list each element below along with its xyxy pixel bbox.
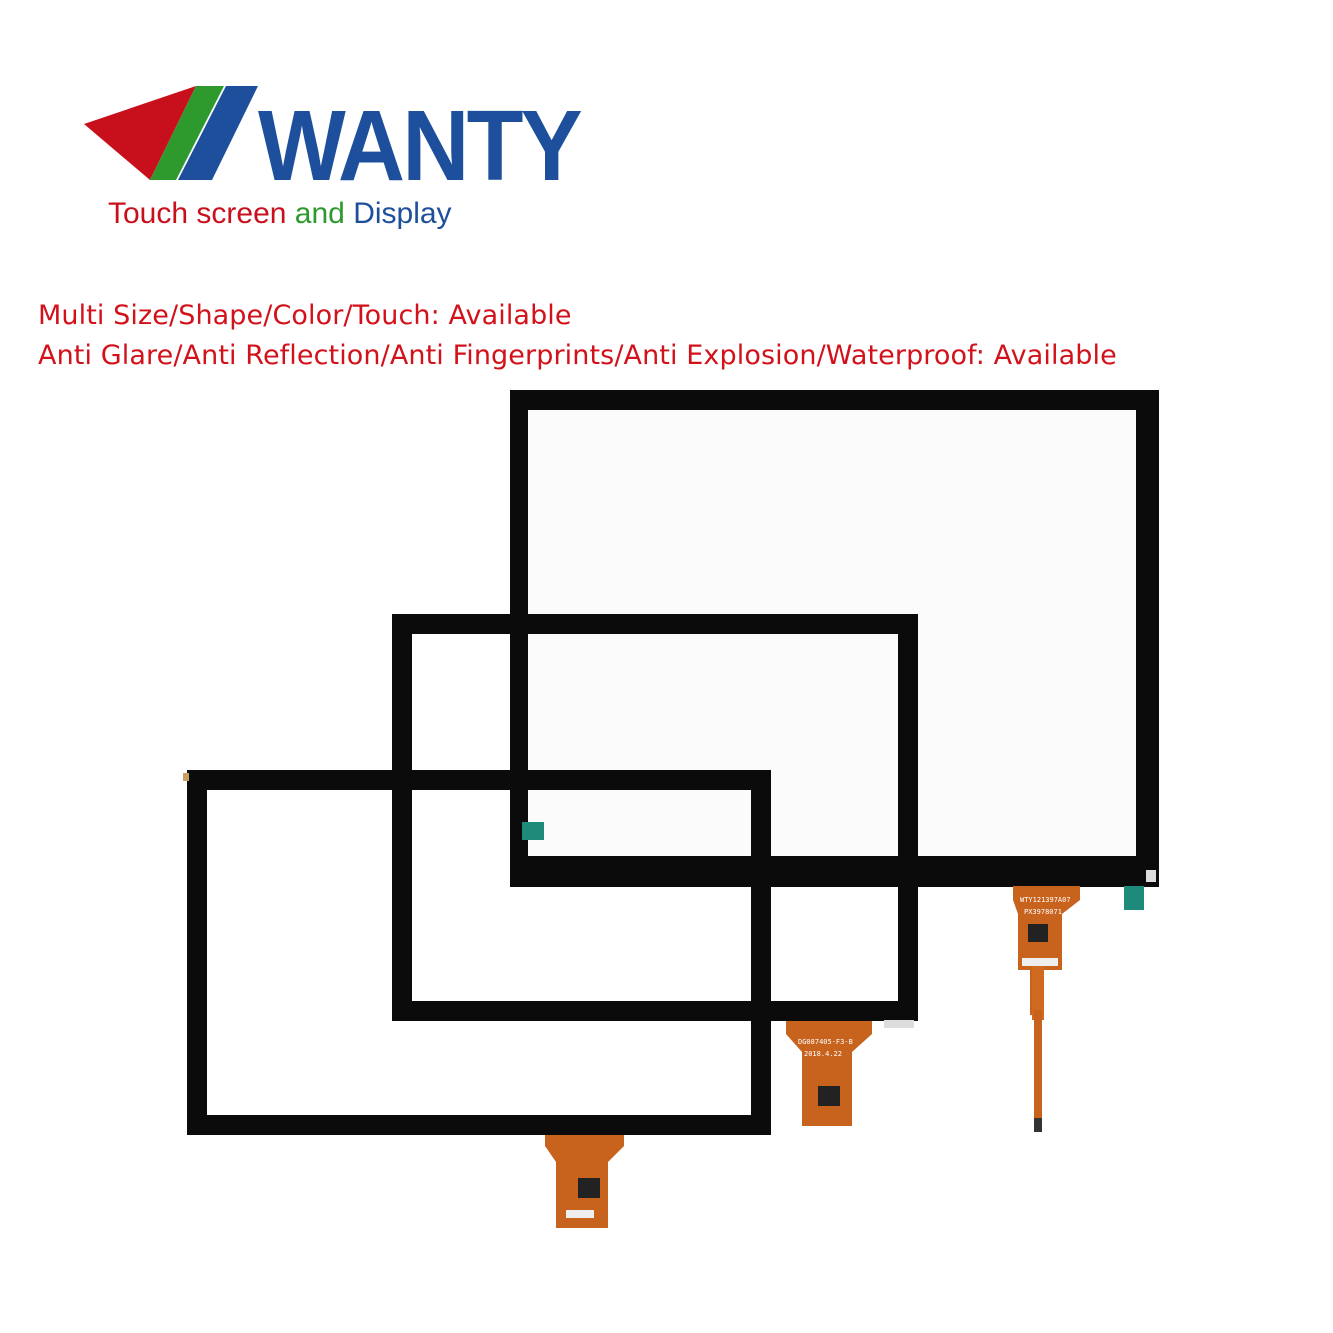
tagline-part-3: Display bbox=[353, 197, 452, 230]
logo-mark-icon bbox=[84, 86, 258, 180]
brand-tagline: Touch screen and Display bbox=[108, 196, 452, 232]
feature-list: Multi Size/Shape/Color/Touch: Available … bbox=[38, 296, 1117, 376]
tagline-part-1: Touch screen bbox=[108, 197, 287, 230]
feature-line-1: Multi Size/Shape/Color/Touch: Available bbox=[38, 300, 572, 331]
panel-large-overlap bbox=[510, 614, 918, 887]
brand-name: WANTY bbox=[258, 90, 583, 202]
panel-medium: DG087405-F3-B 2018.4.22 bbox=[392, 614, 918, 1126]
fpc-label-medium-2: 2018.4.22 bbox=[804, 1050, 842, 1058]
fpc-label-large-2: PX3978071 bbox=[1024, 908, 1062, 916]
fpc-label-large-1: WTY121397A07 bbox=[1020, 896, 1071, 904]
panel-small bbox=[183, 770, 771, 1228]
brand-logo: WANTY Touch screen and Display bbox=[0, 0, 583, 240]
feature-line-2: Anti Glare/Anti Reflection/Anti Fingerpr… bbox=[38, 340, 1117, 371]
tagline-part-2: and bbox=[294, 197, 345, 230]
fpc-label-medium-1: DG087405-F3-B bbox=[798, 1038, 853, 1046]
